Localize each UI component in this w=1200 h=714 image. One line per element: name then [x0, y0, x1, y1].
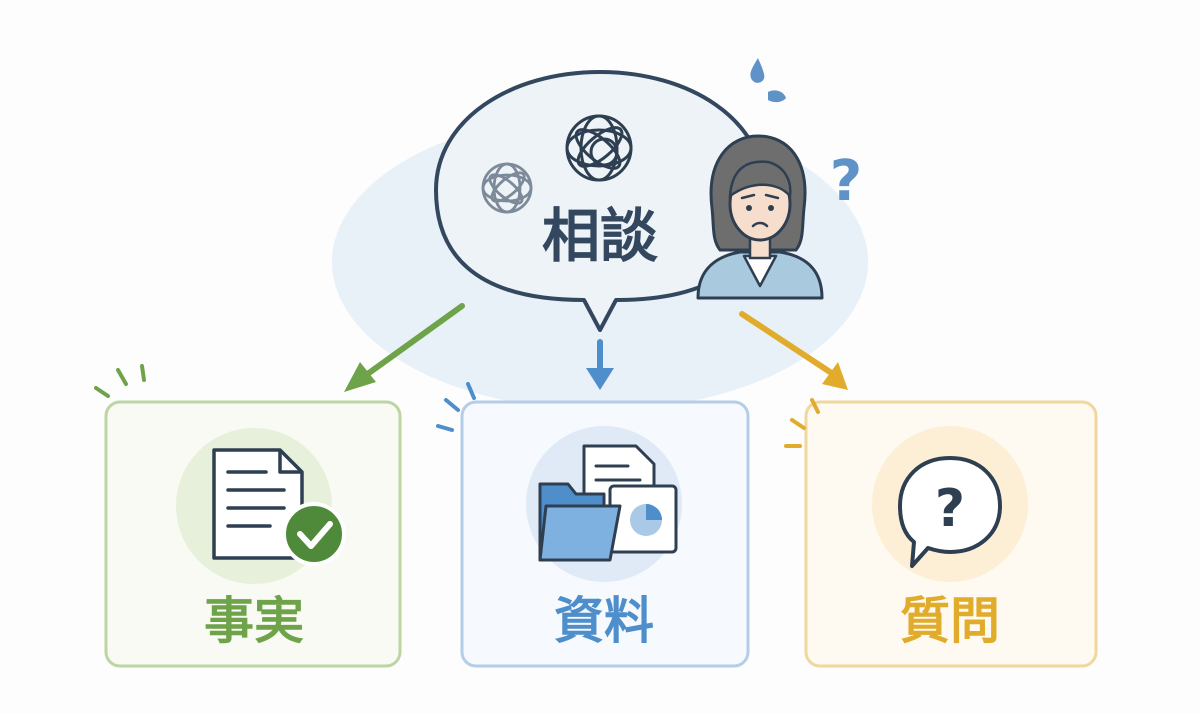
question-mark-icon: ? — [830, 149, 862, 214]
tangled-thought-icon — [565, 114, 633, 182]
arrow-to-facts — [344, 303, 465, 392]
question-bubble-icon: ? — [898, 456, 1002, 568]
spark-lines-icon — [784, 398, 820, 448]
materials-label: 資料 — [554, 592, 654, 650]
spark-lines-icon — [436, 382, 476, 432]
sweat-drop-icon — [750, 58, 765, 83]
sweat-drop-icon — [768, 90, 786, 103]
spark-lines-icon — [94, 364, 146, 398]
small-tangled-thought-icon — [481, 162, 533, 214]
consultation-speech-bubble: 相談 — [434, 70, 766, 332]
folder-files-icon — [538, 444, 678, 562]
document-check-icon — [212, 448, 346, 566]
arrow-to-materials — [586, 339, 614, 390]
facts-card: 事実 — [94, 364, 402, 668]
facts-label: 事実 — [204, 592, 304, 650]
questions-label: 質問 — [900, 592, 1000, 650]
worried-person-icon: ? — [696, 58, 862, 300]
consultation-label: 相談 — [542, 202, 658, 270]
arrow-to-questions — [739, 311, 848, 390]
questions-card: ? 質問 — [784, 398, 1098, 668]
svg-text:?: ? — [935, 479, 965, 539]
materials-card: 資料 — [436, 382, 750, 668]
